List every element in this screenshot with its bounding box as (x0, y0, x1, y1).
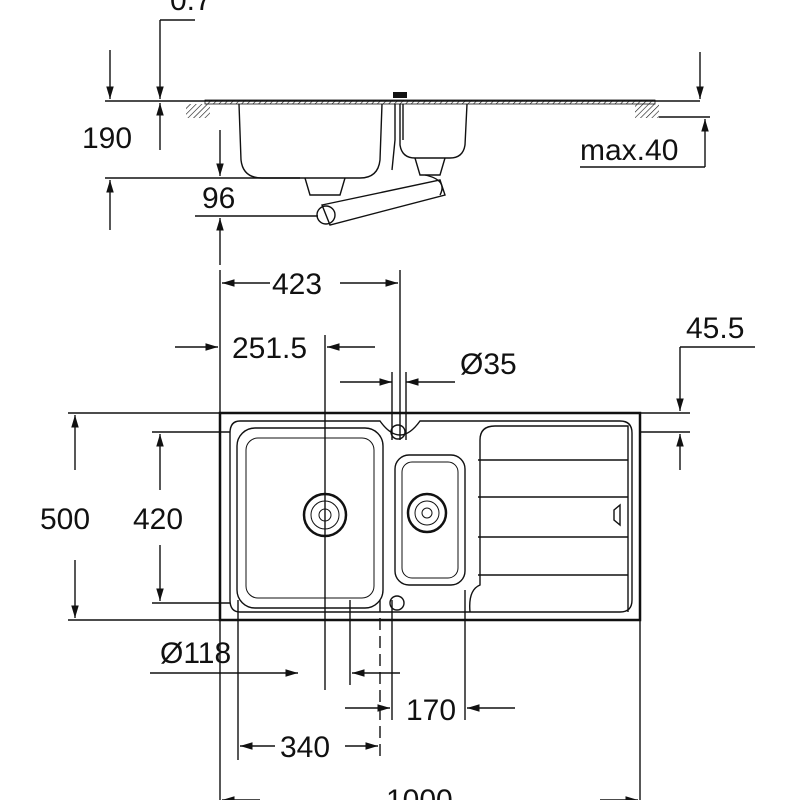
dim-depth: 190 (82, 122, 132, 155)
dim-small-bowl: 170 (406, 694, 456, 727)
dim-trap-offset: 96 (202, 182, 235, 215)
dim-worktop: max.40 (580, 134, 678, 167)
main-bowl-section (238, 103, 383, 179)
small-bowl-section (399, 103, 468, 159)
trap-pipe (321, 179, 446, 226)
dim-width-total: 1000 (386, 784, 453, 800)
drainer (469, 425, 629, 613)
dim-depth-total: 500 (40, 503, 90, 536)
tap-hole-icon (390, 424, 406, 440)
dim-tap-to-edge: 423 (272, 268, 322, 301)
plan-view: 423 251.5 Ø35 45.5 500 420 Ø118 170 340 … (40, 268, 755, 800)
side-view: 0.7 190 96 max.40 (82, 0, 710, 265)
dim-tap-from-back: 45.5 (686, 312, 744, 345)
main-bowl (236, 427, 384, 609)
dim-tap-hole: Ø35 (460, 348, 517, 381)
small-waste-icon (406, 492, 448, 534)
overflow-icon (389, 595, 405, 611)
dim-thickness: 0.7 (170, 0, 212, 17)
dim-bowl-center: 251.5 (232, 332, 307, 365)
dim-main-bowl: 340 (280, 731, 330, 764)
small-bowl (394, 454, 466, 586)
dim-bowl-depth: 420 (133, 503, 183, 536)
dim-waste: Ø118 (160, 637, 231, 670)
